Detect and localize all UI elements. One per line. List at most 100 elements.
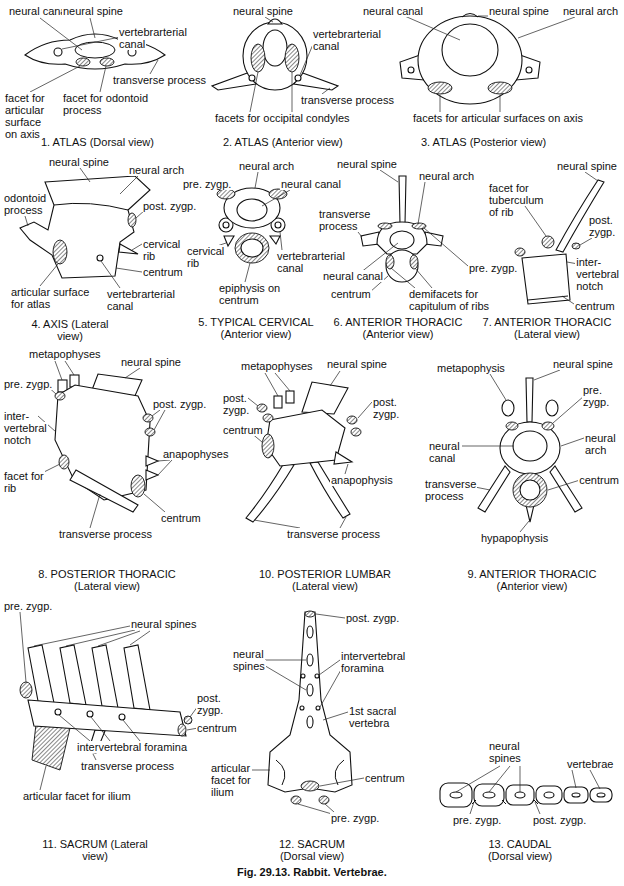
part-label: centrum: [574, 300, 616, 312]
view-title: 11. SACRUM (Lateral view): [41, 838, 149, 862]
part-label: pre. zygp.: [3, 600, 53, 612]
view-title-anchor: 11. SACRUM (Lateral view): [40, 838, 150, 862]
view-title: 8. POSTERIOR THORACIC (Lateral view): [37, 568, 176, 592]
part-label: neural spine: [556, 160, 618, 172]
part-label-anchor: inter- vertebral notch: [3, 410, 53, 446]
view-title-anchor: 1. ATLAS (Dorsal view): [40, 136, 155, 148]
part-label: articular facet for ilium: [210, 762, 252, 798]
part-label-anchor: vertebrae: [566, 758, 614, 770]
part-label: pre. zygp.: [452, 814, 502, 826]
part-label: vertebrarterial canal: [118, 26, 188, 50]
part-label-anchor: neural canal: [8, 5, 70, 17]
part-label: post. zygp.: [196, 692, 224, 716]
part-label-anchor: metapophysis: [436, 362, 506, 374]
part-label: articular facet for ilium: [22, 790, 132, 802]
part-label-anchor: neural spines: [130, 618, 197, 630]
part-label: neural arch: [128, 164, 185, 176]
part-label: centrum: [142, 266, 184, 278]
part-label-anchor: neural spine: [62, 5, 124, 17]
part-label-anchor: pre. zygp.: [452, 814, 502, 826]
part-label-anchor: transverse process: [112, 74, 207, 86]
part-label: pre. zygp.: [582, 384, 610, 408]
part-label: post. zygp.: [532, 814, 587, 826]
part-label: neural spine: [62, 5, 124, 17]
figure-caption: Fig. 29.13. Rabbit. Vertebrae.: [236, 866, 388, 878]
leader-lines: [20, 14, 600, 814]
posterior-lumbar-lateral: [246, 382, 361, 522]
part-label: demifacets for capitulum of ribs: [408, 288, 490, 312]
view-title-anchor: 5. TYPICAL CERVICAL (Anterior view): [176, 316, 336, 340]
part-label: neural canal: [362, 5, 424, 17]
part-label-anchor: centrum: [160, 512, 202, 524]
part-label: neural arch: [584, 432, 617, 456]
part-label: neural spine: [48, 156, 110, 168]
part-label: anapophysis: [330, 474, 394, 486]
part-label-anchor: centrum: [330, 288, 372, 300]
part-label: neural spines: [130, 618, 197, 630]
part-label: neural spine: [326, 358, 388, 370]
part-label-anchor: pre. zygp.: [582, 384, 614, 408]
part-label-anchor: neural spine: [488, 5, 550, 17]
part-label: neural spines: [488, 740, 522, 764]
part-label: facet for articular surface on axis: [4, 92, 46, 140]
part-label: odontoid process: [3, 192, 47, 216]
part-label: transverse process: [300, 94, 395, 106]
part-label-anchor: pre. zygp.: [468, 262, 518, 274]
caption-anchor: Fig. 29.13. Rabbit. Vertebrae.: [236, 866, 388, 878]
part-label-anchor: neural spines: [488, 740, 533, 764]
part-label: centrum: [364, 772, 406, 784]
part-label: neural spine: [336, 158, 398, 170]
part-label: metapophyses: [28, 348, 102, 360]
part-label: transverse process: [80, 760, 175, 772]
part-label: facets for occipital condyles: [214, 112, 351, 124]
part-label: transverse process: [112, 74, 207, 86]
part-label-anchor: metapophyses: [240, 360, 314, 372]
part-label: neural canal: [8, 5, 70, 17]
part-label-anchor: intervertebral foramina: [340, 650, 415, 674]
part-label-anchor: epiphysis on centrum: [218, 282, 288, 306]
part-label: intervertebral foramina: [76, 741, 188, 753]
part-label: post. zygp.: [222, 392, 250, 416]
part-label-anchor: pre. zygp.: [3, 378, 53, 390]
part-label-anchor: neural canal: [428, 440, 468, 464]
part-label-anchor: neural spine: [48, 156, 110, 168]
part-label-anchor: odontoid process: [3, 192, 55, 216]
view-title-anchor: 13. CAUDAL (Dorsal view): [470, 838, 570, 862]
part-label-anchor: pre. zygp.: [3, 600, 53, 612]
part-label: metapophysis: [436, 362, 506, 374]
part-label: neural arch: [418, 170, 475, 182]
part-label: intervertebral foramina: [340, 650, 406, 674]
part-label-anchor: articular facet for ilium: [22, 790, 132, 802]
part-label: neural spine: [488, 5, 550, 17]
part-label: anapophyses: [162, 448, 229, 460]
part-label-anchor: cervical rib: [186, 245, 226, 269]
part-label: neural arch: [562, 5, 619, 17]
part-label-anchor: transverse process: [80, 760, 175, 772]
part-label-anchor: centrum: [222, 424, 264, 436]
part-label-anchor: neural spine: [120, 356, 182, 368]
part-label-anchor: transverse process: [424, 478, 484, 502]
part-label-anchor: pre. zygp.: [182, 178, 232, 190]
part-label-anchor: 1st sacral vertebra: [348, 705, 408, 729]
part-label-anchor: neural arch: [418, 170, 475, 182]
part-label: post. zygp.: [372, 396, 400, 420]
part-label-anchor: hypapophysis: [480, 532, 549, 544]
view-title-anchor: 4. AXIS (Lateral view): [30, 318, 110, 342]
part-label: neural canal: [428, 440, 461, 464]
part-label: neural spine: [552, 358, 614, 370]
part-label: pre. zygp.: [3, 378, 53, 390]
view-title-anchor: 8. POSTERIOR THORACIC (Lateral view): [22, 568, 192, 592]
part-label: transverse process: [58, 528, 153, 540]
part-label-anchor: cervical rib: [142, 238, 182, 262]
part-label: cervical rib: [186, 245, 225, 269]
part-label: facet for tuberculum of rib: [488, 182, 544, 218]
view-title: 2. ATLAS (Anterior view): [222, 136, 344, 148]
view-title: 9. ANTERIOR THORACIC (Anterior view): [467, 568, 598, 592]
part-label-anchor: neural arch: [128, 164, 185, 176]
part-label: facet for rib: [3, 470, 45, 494]
part-label: transverse process: [318, 208, 371, 232]
part-label-anchor: post. zygp.: [588, 214, 620, 238]
part-label: metapophyses: [240, 360, 314, 372]
